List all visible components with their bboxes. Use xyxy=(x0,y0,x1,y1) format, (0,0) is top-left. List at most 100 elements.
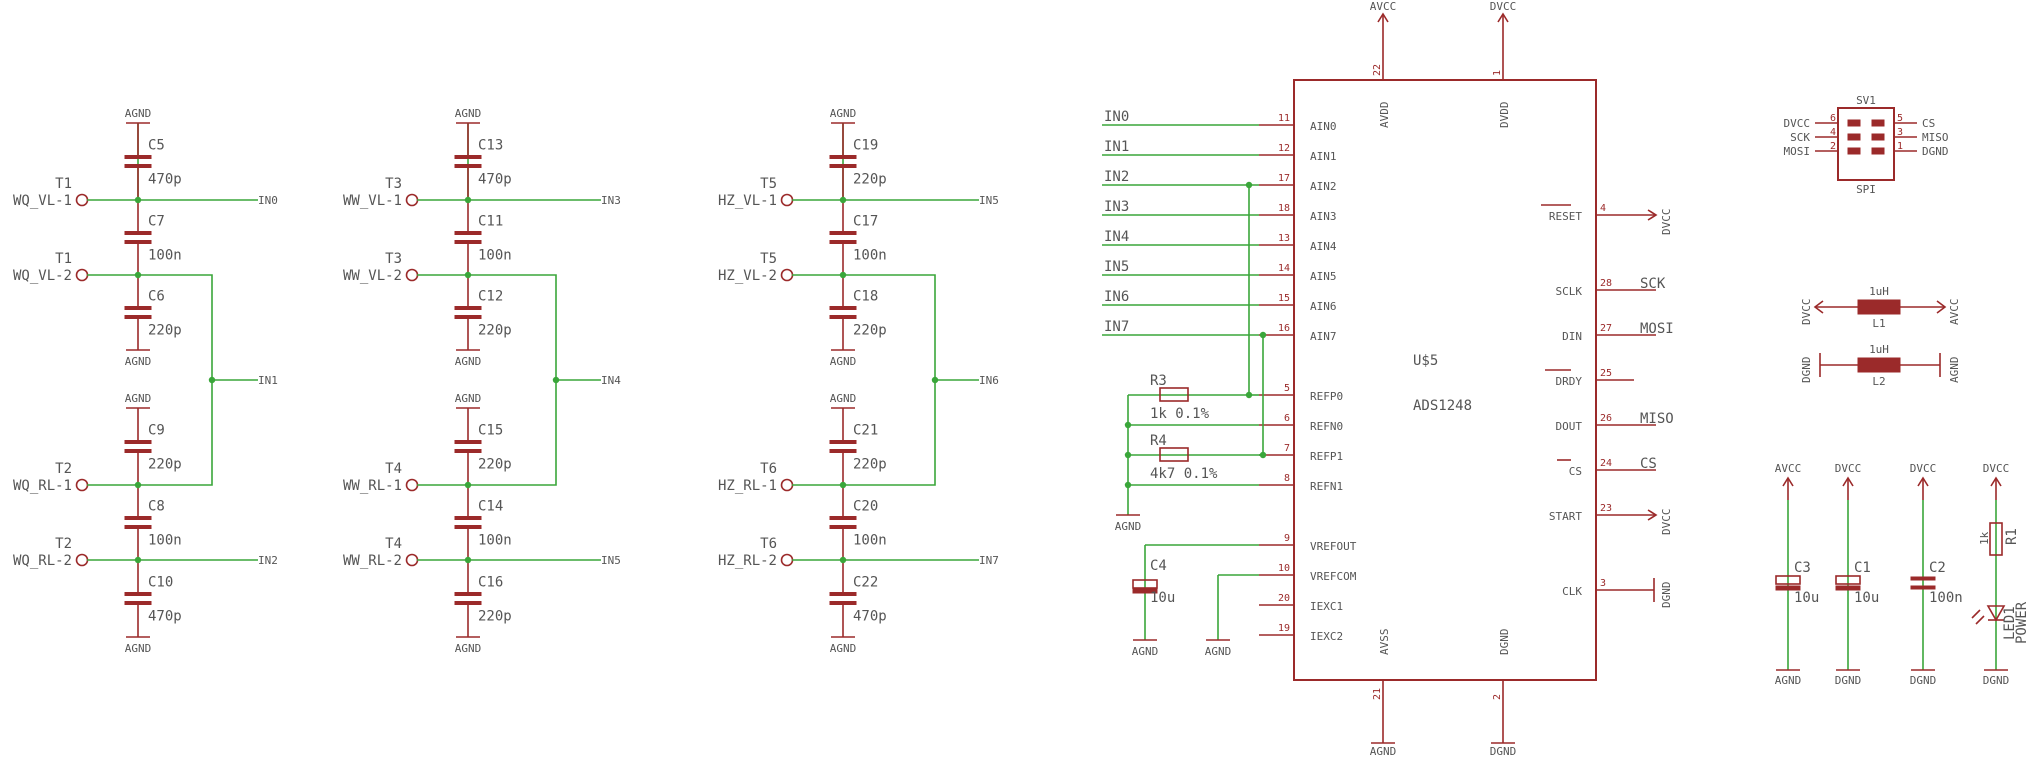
ic-value: ADS1248 xyxy=(1413,398,1472,414)
filter-1-terminal xyxy=(75,553,89,567)
ic-pin-num: 12 xyxy=(1278,143,1290,154)
spi-header-name: SV1 xyxy=(1856,94,1876,107)
c4-plate-bottom xyxy=(1132,588,1158,594)
filter-3-cap-3-plate xyxy=(829,315,857,319)
filter-2-terminal-name: WW_RL-1 xyxy=(343,478,402,494)
filter-3-terminal-name: HZ_VL-2 xyxy=(718,268,777,284)
filter-1-cap-2-value: 100n xyxy=(148,248,182,264)
filter-1-terminal-ref: T1 xyxy=(55,176,72,192)
filter-3-cap-5-plate xyxy=(829,525,857,529)
filter-2-cap-6-value: 220p xyxy=(478,609,512,625)
filter-3-agnd-mid2-label: AGND xyxy=(830,392,857,405)
ic-pin-num: 10 xyxy=(1278,563,1290,574)
ic-pin-num: 8 xyxy=(1284,473,1290,484)
filter-3-terminal-name: HZ_RL-2 xyxy=(718,553,777,569)
spi-pin-num: 6 xyxy=(1830,113,1836,124)
filter-1-cap-3-name: C6 xyxy=(148,289,165,305)
spi-left-label: SCK xyxy=(1790,131,1810,144)
ic-name: U$5 xyxy=(1413,353,1438,369)
ic-net-label-mosi: MOSI xyxy=(1640,321,1674,337)
filter-1-cap-1-plate xyxy=(124,164,152,168)
ic-pin-num: 4 xyxy=(1600,203,1606,214)
filter-1-cap-3-plate xyxy=(124,306,152,310)
ic-pin-name-refn1: REFN1 xyxy=(1310,480,1343,493)
ic-pin-name-dvdd: DVDD xyxy=(1498,102,1511,129)
inductor-l1-arrow-right xyxy=(1936,300,1947,314)
filter-2-net-label-a: IN3 xyxy=(601,194,621,207)
filter-1-cap-4-plate xyxy=(124,440,152,444)
filter-1-cap-6-value: 470p xyxy=(148,609,182,625)
ic-pin-num: 7 xyxy=(1284,443,1290,454)
c4-plate-top xyxy=(1132,579,1158,589)
spi-pin-num: 1 xyxy=(1897,141,1903,152)
filter-2-cap-4-name: C15 xyxy=(478,423,503,439)
filter-3-terminal xyxy=(780,553,794,567)
led-gnd-label: DGND xyxy=(1983,674,2010,687)
led-ray xyxy=(1971,609,1981,619)
led-ray xyxy=(1975,615,1985,625)
ic-supply-label-dvcc: DVCC xyxy=(1660,509,1673,536)
filter-1-terminal-ref: T2 xyxy=(55,536,72,552)
filter-3-cap-1-value: 220p xyxy=(853,172,887,188)
filter-1-terminal xyxy=(75,193,89,207)
filter-3-cap-2-plate xyxy=(829,240,857,244)
ic-pin-num: 26 xyxy=(1600,413,1612,424)
filter-1-cap-4-plate xyxy=(124,449,152,453)
filter-1-cap-6-plate xyxy=(124,601,152,605)
ic-pin-num: 16 xyxy=(1278,323,1290,334)
ic-pin-name-dgnd: DGND xyxy=(1498,629,1511,656)
filter-3-net-label-b: IN6 xyxy=(979,374,999,387)
decap-c1-gnd-label: DGND xyxy=(1835,674,1862,687)
filter-3-terminal xyxy=(780,193,794,207)
ic-pin-num: 21 xyxy=(1372,688,1383,700)
ic-body xyxy=(1293,79,1597,681)
filter-1-cap-4-value: 220p xyxy=(148,457,182,473)
filter-2-agnd-mid2-label: AGND xyxy=(455,392,482,405)
decap-c3-plate-top xyxy=(1775,575,1801,585)
filter-3-terminal-ref: T6 xyxy=(760,536,777,552)
filter-1-cap-3-plate xyxy=(124,315,152,319)
ic-pin-name-ain2: AIN2 xyxy=(1310,180,1337,193)
r3-body xyxy=(1159,387,1189,402)
ic-net-label-cs: CS xyxy=(1640,456,1657,472)
ic-net-label-miso: MISO xyxy=(1640,411,1674,427)
filter-3-cap-4-plate xyxy=(829,449,857,453)
filter-3-cap-6-name: C22 xyxy=(853,575,878,591)
ic-pin-num: 1 xyxy=(1492,70,1503,76)
c4-name: C4 xyxy=(1150,558,1167,574)
filter-1-cap-2-plate xyxy=(124,231,152,235)
ic-pin-num: 22 xyxy=(1372,64,1383,76)
ic-pin-name-ain1: AIN1 xyxy=(1310,150,1337,163)
ic-top-supply-label: DVCC xyxy=(1490,0,1517,13)
decap-c1-plate-bottom xyxy=(1835,585,1861,591)
filter-2-cap-5-name: C14 xyxy=(478,499,503,515)
ic-pin-name-ain7: AIN7 xyxy=(1310,330,1337,343)
filter-1-cap-6-name: C10 xyxy=(148,575,173,591)
filter-3-cap-6-plate xyxy=(829,601,857,605)
r3-value: 1k 0.1% xyxy=(1150,406,1210,422)
filter-3-cap-5-value: 100n xyxy=(853,533,887,549)
spi-pin-num: 3 xyxy=(1897,127,1903,138)
input-net-label-in5: IN5 xyxy=(1104,259,1129,275)
input-net-label-in3: IN3 xyxy=(1104,199,1129,215)
filter-2-terminal xyxy=(405,478,419,492)
filter-2-terminal-ref: T3 xyxy=(385,251,402,267)
inductor-l1-body xyxy=(1857,299,1901,315)
filter-2-cap-3-plate xyxy=(454,306,482,310)
filter-2-terminal-name: WW_RL-2 xyxy=(343,553,402,569)
filter-2-cap-3-name: C12 xyxy=(478,289,503,305)
decap-c2-supply-label: DVCC xyxy=(1910,462,1937,475)
ic-pin-name-iexc2: IEXC2 xyxy=(1310,630,1343,643)
ic-pin-name-cs: CS xyxy=(1569,465,1582,478)
filter-1-cap-5-plate xyxy=(124,525,152,529)
input-net-label-in7: IN7 xyxy=(1104,319,1129,335)
filter-3-terminal-ref: T5 xyxy=(760,176,777,192)
filter-2-cap-4-value: 220p xyxy=(478,457,512,473)
filter-3-net-b xyxy=(843,274,936,486)
ic-pin-name-clk: CLK xyxy=(1562,585,1582,598)
decap-c2-plate-bottom xyxy=(1910,585,1936,590)
ic-pin-name-avdd: AVDD xyxy=(1378,102,1391,129)
filter-2-net-label-b: IN4 xyxy=(601,374,621,387)
input-net-label-in6: IN6 xyxy=(1104,289,1129,305)
filter-1-cap-5-value: 100n xyxy=(148,533,182,549)
